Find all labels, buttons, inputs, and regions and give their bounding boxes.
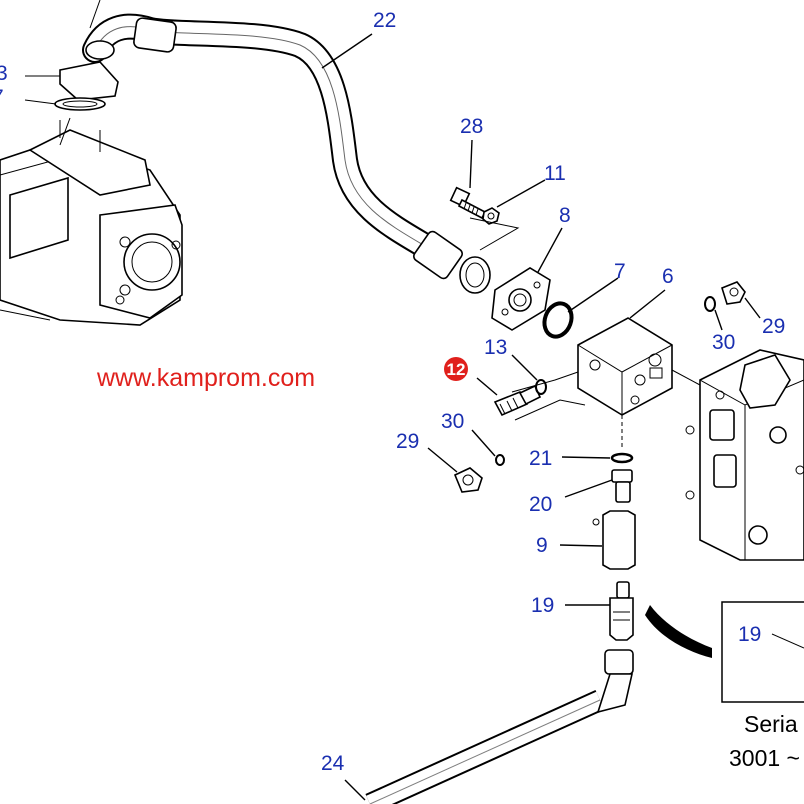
plug-29-right <box>704 281 746 312</box>
valve-block-6 <box>577 317 673 416</box>
callout-8: 8 <box>559 204 571 227</box>
callout-22: 22 <box>373 9 396 32</box>
hydraulic-pump <box>0 120 183 326</box>
callout-30-left: 30 <box>441 410 464 433</box>
fitting-12 <box>493 371 586 421</box>
highlight-marker <box>444 357 468 381</box>
callout-7: 7 <box>614 260 626 283</box>
callout-29-left: 29 <box>396 430 419 453</box>
callout-20: 20 <box>529 493 552 516</box>
flange-8 <box>491 267 551 331</box>
callout-28: 28 <box>460 115 483 138</box>
callout-3: 3 <box>0 62 8 85</box>
watermark: www.kamprom.com <box>96 364 315 392</box>
inset-box <box>721 601 804 703</box>
callout-9: 9 <box>536 534 548 557</box>
plug-29-left <box>453 454 505 493</box>
hose-24 <box>365 649 634 804</box>
callout-29-right: 29 <box>762 315 785 338</box>
inset-serial-range: 3001 ~ <box>729 745 800 771</box>
callout-24: 24 <box>321 752 345 775</box>
callout-21: 21 <box>529 447 552 470</box>
valve-stack <box>592 415 636 641</box>
inset-arrow <box>645 605 712 658</box>
callout-30-right: 30 <box>712 331 735 354</box>
callout-11: 11 <box>544 162 566 185</box>
callout-6: 6 <box>662 265 674 288</box>
callout-19-inset: 19 <box>738 623 761 646</box>
callout-13: 13 <box>484 336 507 359</box>
callout-12: 12 <box>447 360 466 379</box>
callout-19: 19 <box>531 594 554 617</box>
callout-labels: 22 28 11 8 7 6 30 29 13 30 29 21 20 9 19… <box>0 9 785 775</box>
valve-housing-right <box>671 349 804 561</box>
leader-lines <box>321 33 761 801</box>
pipe-22 <box>82 0 491 294</box>
bolt-28 <box>449 186 520 251</box>
callout-7-left: 7 <box>0 86 4 109</box>
inset-serial-label: Seria <box>744 711 798 737</box>
o-ring-7 <box>542 301 574 339</box>
